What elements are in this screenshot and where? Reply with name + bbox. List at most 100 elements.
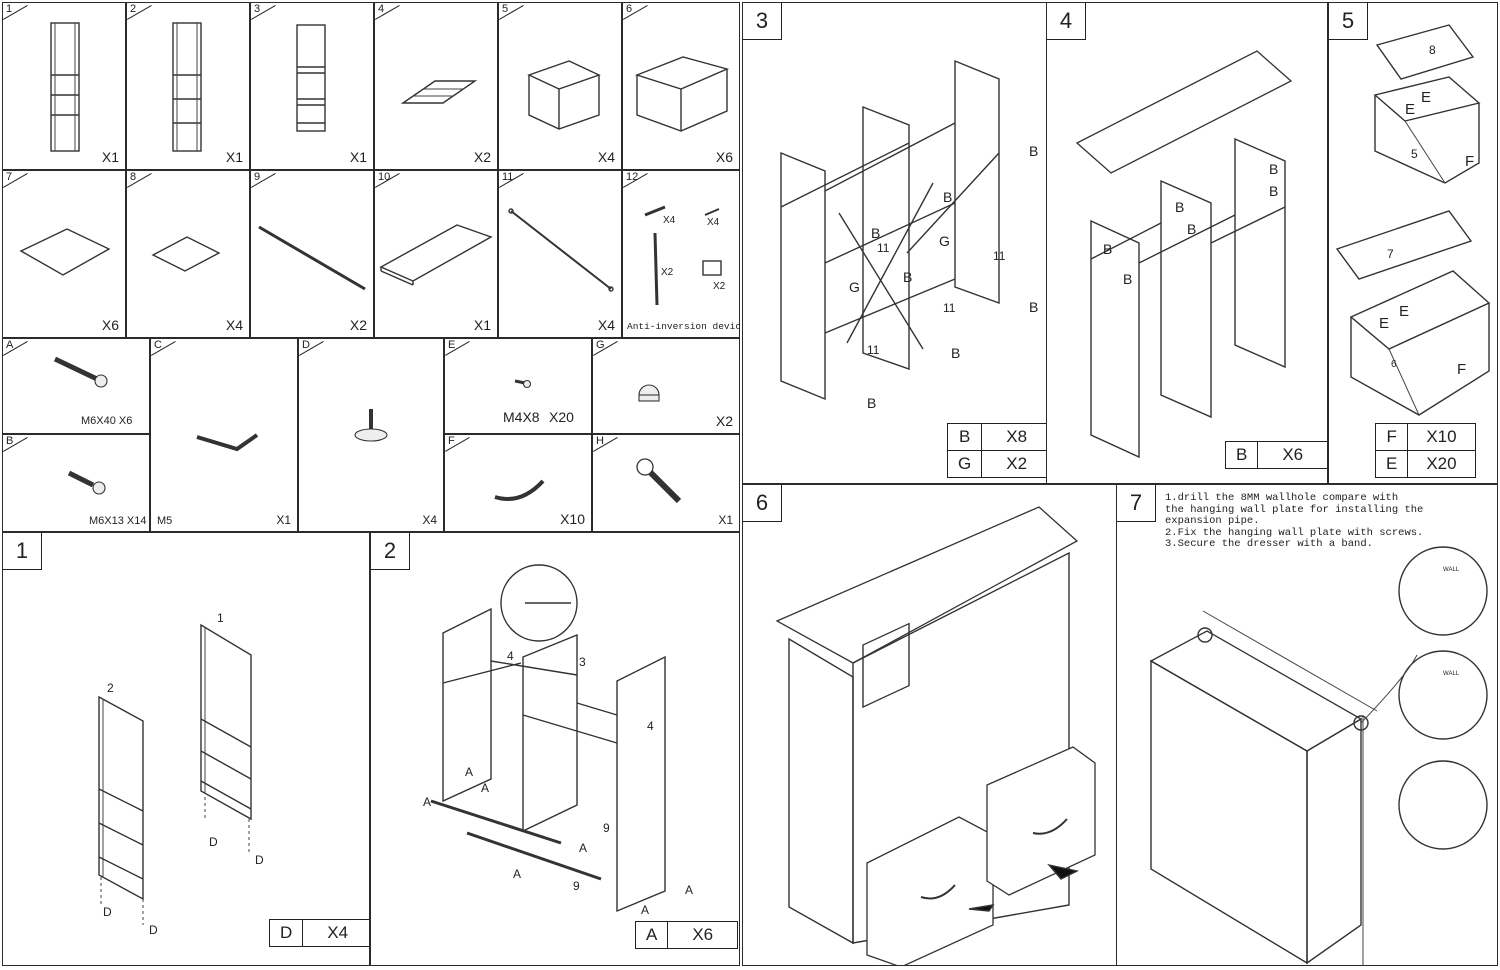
part-2: 2 X1 — [126, 2, 250, 170]
legend-key: B — [1224, 441, 1259, 469]
screw-ref: E — [1379, 315, 1390, 332]
part-1: 1 X1 — [2, 2, 126, 170]
step-6-illustration — [775, 506, 1096, 965]
part-qty: X1 — [473, 317, 491, 333]
box-ref: 6 — [1391, 359, 1397, 370]
anti-inversion-kit-drawing — [644, 205, 722, 306]
step-3-illustration — [780, 59, 1000, 401]
bolt-ref: B — [1269, 183, 1279, 199]
step-7-illustration — [1149, 546, 1488, 965]
shelf-frame-drawing — [400, 80, 478, 104]
hardware-qty: X10 — [560, 511, 585, 527]
hardware-letter: H — [593, 435, 604, 447]
part-qty: X1 — [101, 149, 119, 165]
wall-label: WALL — [1443, 671, 1460, 677]
legend-value: X20 — [1407, 450, 1476, 478]
bolt-ref: A — [481, 781, 490, 795]
screw-ref: E — [1405, 101, 1416, 118]
hardware-label: M6X40 X6 — [81, 415, 133, 427]
small-drawer-box-drawing — [527, 60, 601, 130]
drawer-handle-icon — [494, 479, 545, 501]
wrench-icon — [636, 458, 682, 504]
rail-drawing — [258, 225, 366, 291]
hardware-letter: A — [3, 339, 13, 351]
anti-inversion-caption: Anti-inversion device — [627, 321, 740, 332]
part-number: 9 — [251, 171, 260, 183]
hardware-letter: F — [445, 435, 455, 447]
hardware-F: F X10 — [444, 434, 592, 532]
bolt-ref: B — [943, 189, 953, 205]
brace-ref: 11 — [993, 249, 1006, 263]
part-10: 10 X1 — [374, 170, 498, 338]
bolt-ref: B — [1123, 271, 1133, 287]
hardware-label: M5 — [157, 515, 173, 527]
hardware-A: A M6X40 X6 — [2, 338, 150, 434]
foot-label: D — [255, 853, 264, 867]
handle-ref: F — [1457, 361, 1467, 378]
step-1-illustration — [98, 623, 252, 925]
step-number: 4 — [1047, 3, 1086, 40]
wall-mount-instructions: 1.drill the 8MM wallhole compare with th… — [1165, 492, 1423, 551]
hardware-qty: X2 — [715, 413, 733, 429]
hardware-qty: X1 — [718, 513, 733, 527]
large-drawer-box-drawing — [634, 56, 730, 132]
part-ref: 4 — [507, 649, 514, 663]
part-qty: X2 — [349, 317, 367, 333]
part-number: 4 — [375, 3, 384, 15]
part-qty: X4 — [597, 317, 615, 333]
bolt-ref: B — [867, 395, 877, 411]
bolt-ref: B — [1269, 161, 1279, 177]
screw-m4x8-icon — [514, 379, 532, 389]
nut-ref: G — [939, 233, 950, 249]
bolt-ref: B — [1175, 199, 1185, 215]
part-qty: X4 — [225, 317, 243, 333]
hardware-label: M6X13 X14 — [89, 515, 147, 527]
bolt-ref: B — [1187, 221, 1197, 237]
cross-brace-drawing — [508, 208, 614, 292]
part-6: 6 X6 — [622, 2, 740, 170]
step-number: 1 — [3, 533, 42, 570]
hex-key-icon — [196, 433, 259, 452]
brace-ref: 11 — [877, 241, 890, 255]
part-ref: 9 — [603, 821, 610, 835]
legend-key: B — [946, 423, 983, 451]
side-frame-drawing — [50, 22, 80, 152]
step-number: 5 — [1329, 3, 1368, 40]
part-8: 8 X4 — [126, 170, 250, 338]
foot-label: D — [209, 835, 218, 849]
screw-ref: E — [1399, 303, 1410, 320]
step-number: 7 — [1117, 485, 1156, 522]
hardware-label: M4X8 — [503, 409, 540, 425]
qty-plate: X2 — [713, 281, 726, 292]
note-line: 3.Secure the dresser with a band. — [1165, 538, 1373, 551]
step-number: 2 — [371, 533, 410, 570]
bolt-ref: B — [1029, 299, 1039, 315]
brace-ref: 11 — [943, 301, 956, 315]
part-5: 5 X4 — [498, 2, 622, 170]
part-11: 11 X4 — [498, 170, 622, 338]
hardware-letter: G — [593, 339, 605, 351]
step-6-panel: 6 — [742, 484, 1118, 966]
step-7-panel: 7 1.drill the 8MM wallhole compare with … — [1116, 484, 1498, 966]
bolt-ref: A — [641, 903, 650, 917]
legend-value: X4 — [302, 919, 369, 947]
foot-label: D — [103, 905, 112, 919]
part-number: 12 — [623, 171, 638, 183]
part-qty: X6 — [715, 149, 733, 165]
hardware-letter: C — [151, 339, 162, 351]
side-frame-drawing — [172, 22, 202, 152]
note-line: 1.drill the 8MM wallhole compare with — [1165, 492, 1399, 504]
bolt-ref: B — [951, 345, 961, 361]
part-qty: X1 — [225, 149, 243, 165]
part-7: 7 X6 — [2, 170, 126, 338]
bolt-ref: B — [1103, 241, 1113, 257]
part-4: 4 X2 — [374, 2, 498, 170]
part-number: 8 — [127, 171, 136, 183]
part-qty: X6 — [101, 317, 119, 333]
